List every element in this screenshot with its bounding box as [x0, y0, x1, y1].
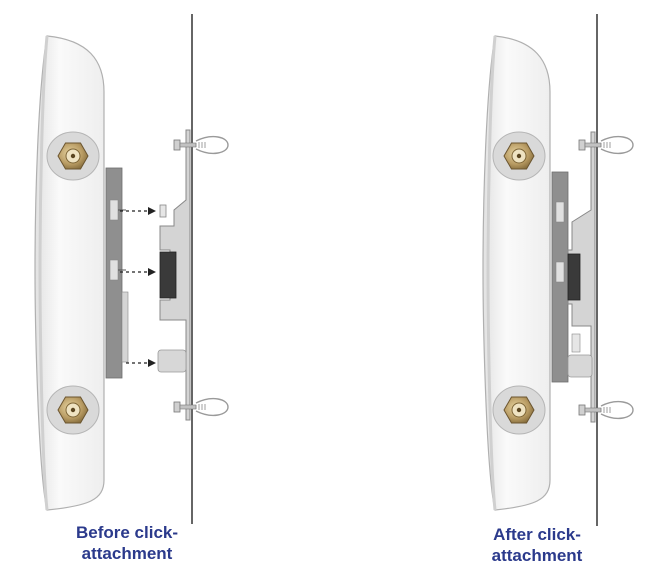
caption-after: After click- attachment [462, 524, 612, 566]
caption-after-line1: After click- [493, 525, 581, 544]
caption-before-line2: attachment [81, 544, 173, 563]
top-connector-icon [46, 131, 100, 181]
antenna-housing [482, 35, 551, 511]
bottom-connector-icon [492, 385, 546, 435]
antenna-housing [34, 35, 105, 511]
top-connector-icon [492, 131, 546, 181]
top-screw-icon [578, 135, 634, 155]
wall-bracket [567, 131, 596, 423]
caption-after-line2: attachment [491, 546, 583, 565]
bottom-screw-icon [173, 397, 229, 417]
before-diagram [34, 14, 229, 524]
attachment-arrows [120, 207, 156, 367]
bottom-connector-icon [46, 385, 100, 435]
caption-before-line1: Before click- [75, 523, 179, 542]
after-diagram [482, 14, 634, 526]
mounting-plate [551, 171, 569, 383]
top-screw-icon [173, 135, 229, 155]
caption-before: Before click- attachment [52, 522, 202, 564]
mounting-plate [105, 167, 129, 379]
wall-bracket [157, 129, 191, 421]
rubber-pad [567, 253, 581, 301]
rubber-pad [159, 251, 177, 299]
bottom-screw-icon [578, 400, 634, 420]
